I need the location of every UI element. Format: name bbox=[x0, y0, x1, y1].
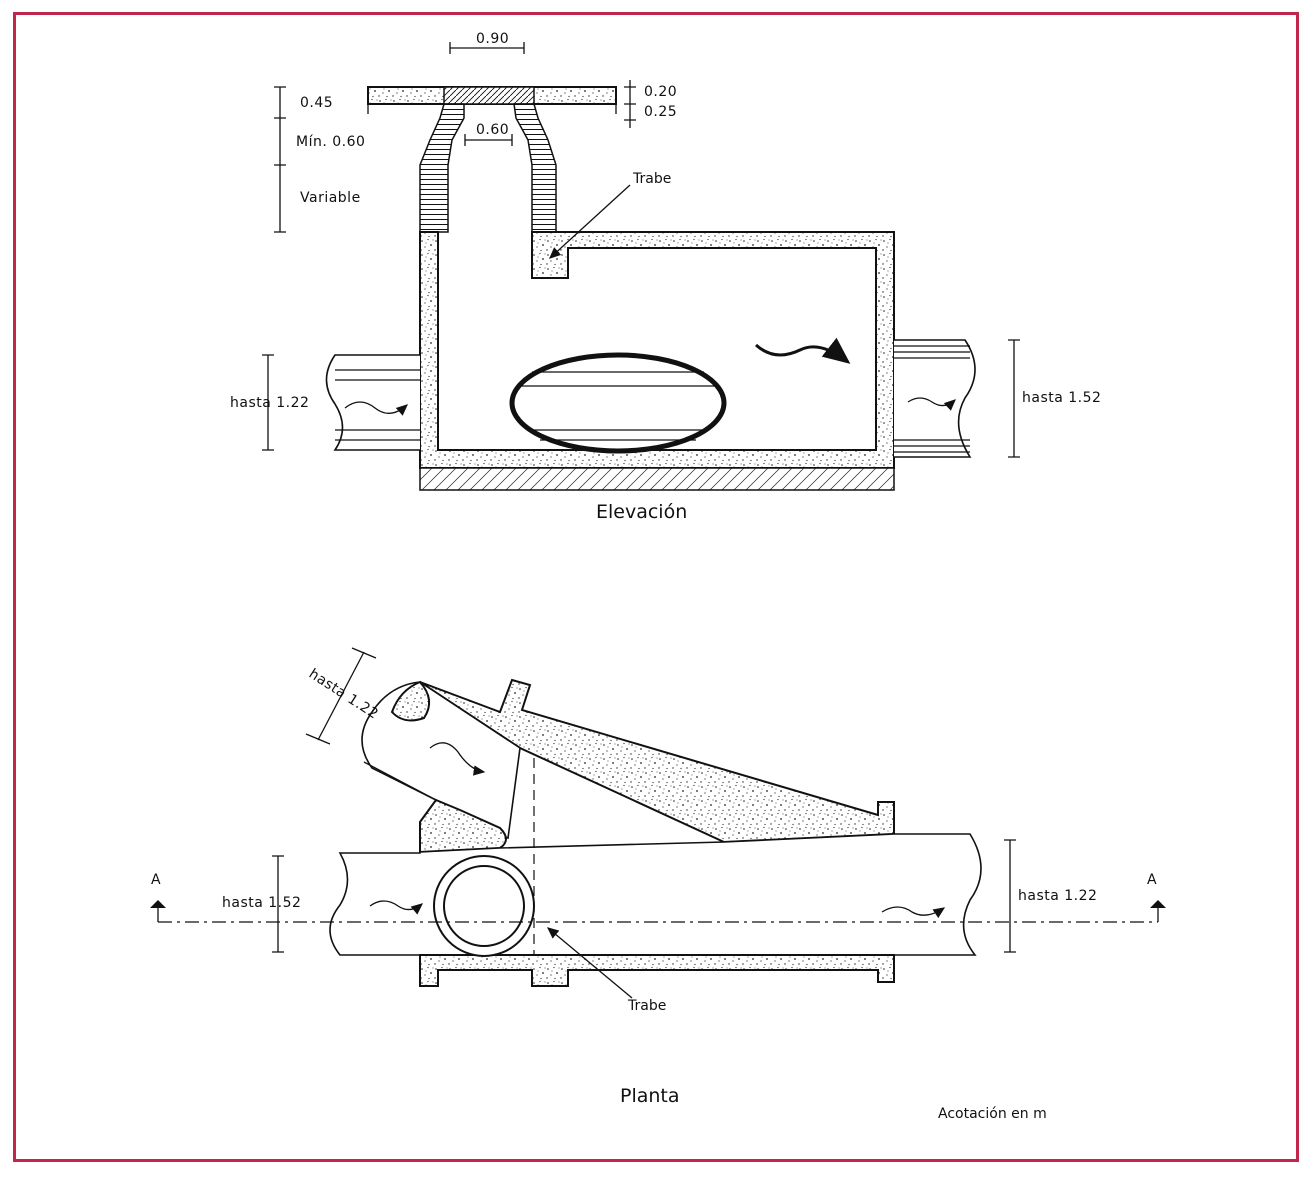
diagonal-pipe-plan bbox=[361, 680, 521, 840]
dim-top-height: 0.45 bbox=[300, 95, 333, 111]
elevation-title: Elevación bbox=[596, 501, 687, 523]
dim-line-plan-inlet bbox=[272, 855, 284, 953]
outlet-pipe-elevation bbox=[894, 339, 976, 458]
section-label-right: A bbox=[1147, 872, 1157, 888]
chimney-right bbox=[513, 103, 557, 233]
dim-line-left-heights bbox=[274, 86, 286, 233]
dim-neck-width: 0.60 bbox=[476, 122, 509, 138]
dim-plan-outlet-pipe: hasta 1.22 bbox=[1018, 888, 1097, 904]
bottom-wall bbox=[419, 954, 895, 987]
drawing-frame bbox=[13, 12, 1299, 1162]
base-soil bbox=[419, 467, 895, 491]
dim-line-neck bbox=[464, 134, 513, 146]
dim-outlet-pipe: hasta 1.52 bbox=[1022, 390, 1101, 406]
dim-top-width: 0.90 bbox=[476, 31, 509, 47]
dim-inlet-pipe: hasta 1.22 bbox=[230, 395, 309, 411]
section-arrow-left-icon bbox=[150, 900, 166, 908]
main-pipe-plan bbox=[329, 833, 982, 956]
manhole-cover bbox=[443, 86, 535, 105]
diagonal-wall bbox=[419, 678, 895, 844]
dim-slab-thickness: 0.20 bbox=[644, 84, 677, 100]
dim-line-inlet bbox=[262, 354, 274, 451]
dim-min-height: Mín. 0.60 bbox=[296, 134, 365, 150]
plan-title: Planta bbox=[620, 1085, 680, 1107]
inlet-pipe-elevation bbox=[325, 354, 420, 451]
dim-plan-inlet-pipe: hasta 1.52 bbox=[222, 895, 301, 911]
slab-edge-lines bbox=[367, 104, 617, 114]
flow-arrow-elevation bbox=[755, 337, 851, 364]
dim-variable: Variable bbox=[300, 190, 361, 206]
dim-slab-step: 0.25 bbox=[644, 104, 677, 120]
circular-pipe-section bbox=[433, 855, 535, 957]
section-arrow-right-icon bbox=[1150, 900, 1166, 908]
dim-line-top-width bbox=[449, 42, 525, 54]
elevation-view: 0.90 0.20 0.25 0.60 0.45 Mín. 0.60 Varia… bbox=[230, 31, 1101, 523]
chimney-left bbox=[419, 103, 465, 233]
dim-line-diagonal bbox=[305, 647, 377, 745]
section-label-left: A bbox=[151, 872, 161, 888]
dim-line-plan-outlet bbox=[1004, 839, 1016, 953]
units-note: Acotación en m bbox=[938, 1106, 1047, 1122]
oval-pipe-section bbox=[509, 352, 727, 454]
beam-leader-elevation bbox=[549, 184, 631, 259]
beam-leader-plan bbox=[547, 927, 633, 999]
plan-view: hasta 1.22 hasta 1.52 hasta 1.22 Trabe A… bbox=[150, 647, 1166, 1107]
dim-line-slab bbox=[624, 80, 636, 128]
dim-diagonal-pipe: hasta 1.22 bbox=[306, 666, 381, 723]
beam-label-plan: Trabe bbox=[627, 998, 666, 1014]
beam-label-elevation: Trabe bbox=[632, 171, 671, 187]
dim-line-outlet bbox=[1008, 339, 1020, 458]
